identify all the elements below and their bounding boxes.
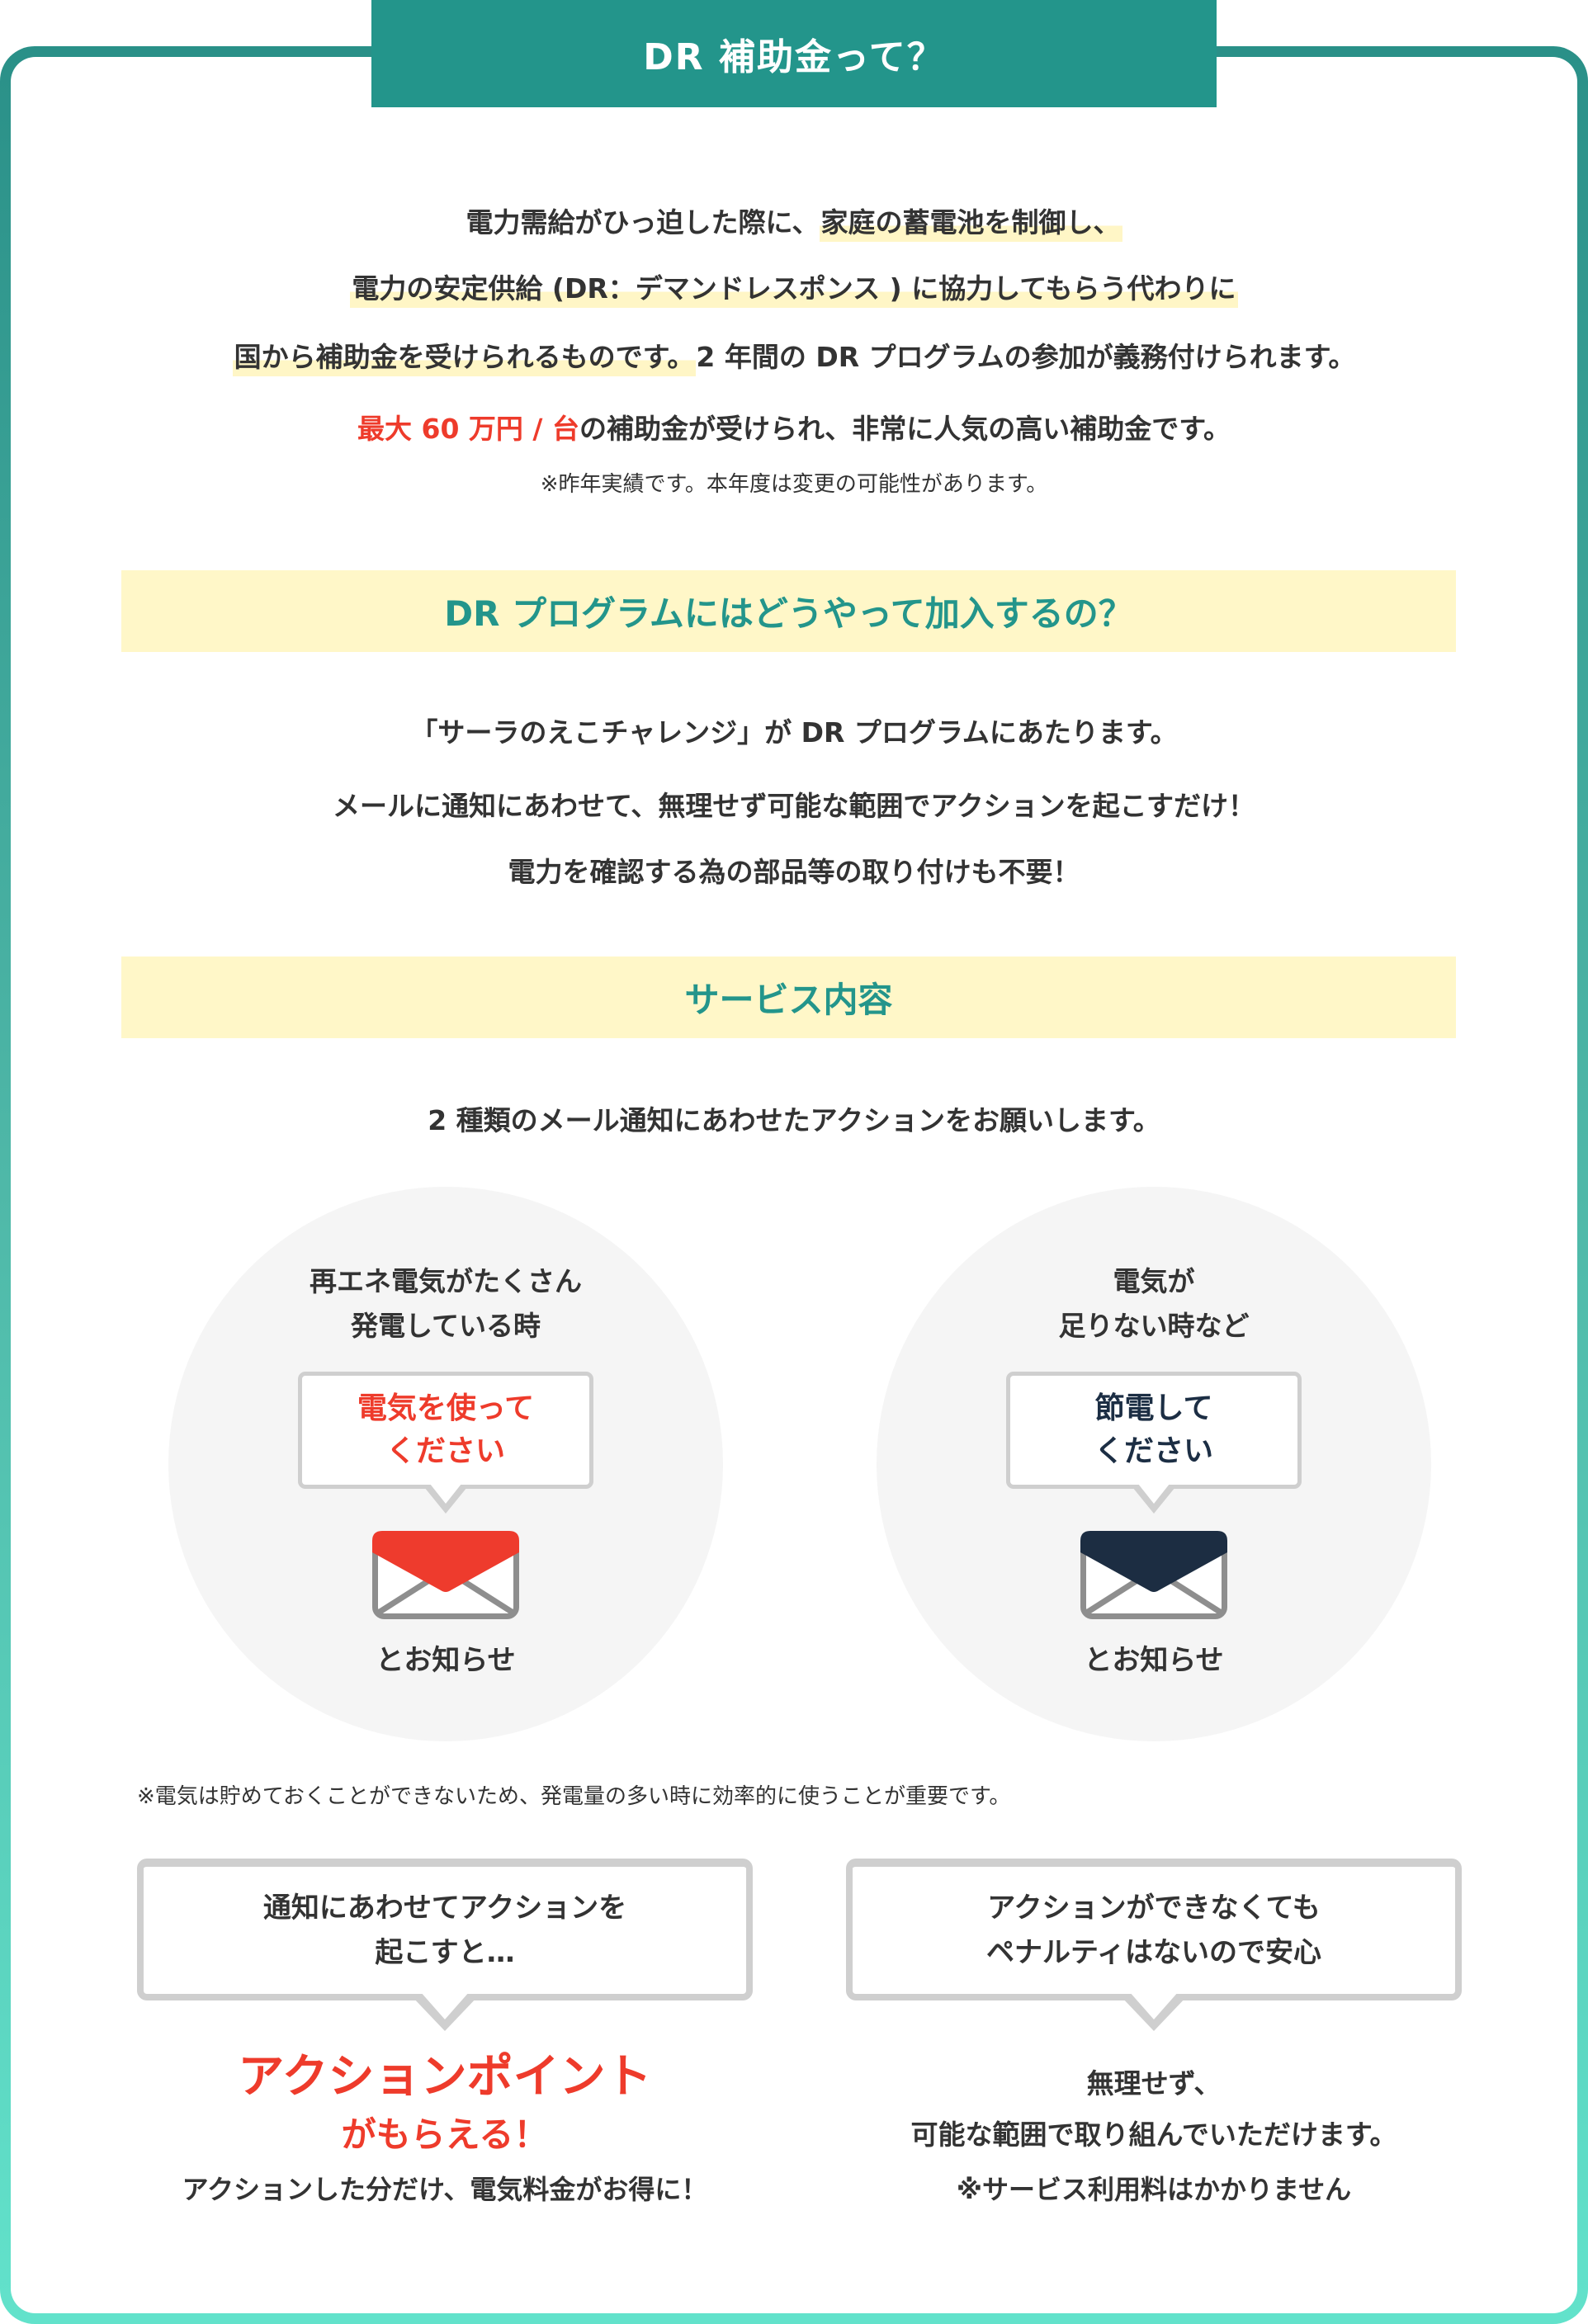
- bubble-text: 起こすと…: [375, 1936, 515, 1969]
- action-point-title: アクションポイント: [238, 2050, 652, 2104]
- section-heading-text: DR プログラムにはどうやって加入するの？: [444, 593, 1133, 634]
- section-heading-join: DR プログラムにはどうやって加入するの？: [121, 570, 1456, 652]
- bubble-tail: [424, 1484, 467, 1514]
- intro-line-1: 電力需給がひっ迫した際に、家庭の蓄電池を制御し、: [0, 205, 1588, 242]
- no-penalty-line-1: 無理せず、: [1086, 2067, 1222, 2100]
- notification-card-save: 電気が 足りない時など 節電して ください とお知らせ: [877, 1187, 1431, 1741]
- section-heading-service: サービス内容: [121, 957, 1456, 1038]
- bubble-tail: [1121, 1991, 1187, 2031]
- bubble-text: ください: [1094, 1434, 1213, 1468]
- highlight-text: 電力の安定供給 (DR：デマンドレスポンス ) に協力してもらう代わりに: [350, 272, 1238, 308]
- highlight-text: 家庭の蓄電池を制御し、: [819, 206, 1122, 242]
- bubble-text: 電気を使って: [357, 1391, 535, 1425]
- service-note: ※電気は貯めておくことができないため、発電量の多い時に効率的に使うことが重要です…: [137, 1784, 1011, 1809]
- section-heading-text: サービス内容: [684, 980, 893, 1020]
- card-title-line: 電気が: [1113, 1265, 1195, 1297]
- service-lead: 2 種類のメール通知にあわせたアクションをお願いします。: [428, 1104, 1160, 1136]
- intro-note: ※昨年実績です。本年度は変更の可能性があります。: [540, 472, 1048, 497]
- notification-card-use: 再エネ電気がたくさん 発電している時 電気を使って ください とお知らせ: [168, 1187, 723, 1741]
- speech-bubble: 節電して ください: [1006, 1372, 1302, 1514]
- bubble-tail: [412, 1991, 478, 2031]
- benefit-bubble-no-penalty: アクションができなくても ペナルティはないので安心: [846, 1859, 1462, 2031]
- intro-line-3: 国から補助金を受けられるものです。2 年間の DR プログラムの参加が義務付けら…: [0, 339, 1588, 376]
- card-footer: とお知らせ: [1084, 1644, 1224, 1677]
- page-title: DR 補助金って？: [643, 36, 945, 78]
- intro-text: の補助金が受けられ、非常に人気の高い補助金です。: [579, 413, 1231, 445]
- intro-line-4: 最大 60 万円 / 台の補助金が受けられ、非常に人気の高い補助金です。: [0, 411, 1588, 447]
- envelope-icon: [372, 1531, 519, 1619]
- envelope-icon: [1080, 1531, 1227, 1619]
- speech-bubble: 電気を使って ください: [298, 1372, 593, 1514]
- intro-text: 2 年間の DR プログラムの参加が義務付けられます。: [696, 341, 1356, 373]
- bubble-text: アクションができなくても: [987, 1892, 1321, 1925]
- no-fee-note: ※サービス利用料はかかりません: [956, 2174, 1352, 2205]
- intro-text: 電力需給がひっ迫した際に、: [466, 206, 820, 239]
- card-title-line: 足りない時など: [1058, 1310, 1250, 1342]
- bubble-tail: [1132, 1484, 1175, 1514]
- bubble-text: ください: [385, 1434, 505, 1468]
- benefit-bubble-action: 通知にあわせてアクションを 起こすと…: [137, 1859, 753, 2031]
- card-footer: とお知らせ: [376, 1644, 516, 1677]
- intro-line-2: 電力の安定供給 (DR：デマンドレスポンス ) に協力してもらう代わりに: [0, 271, 1588, 308]
- bubble-text: ペナルティはないので安心: [986, 1936, 1321, 1969]
- max-subsidy-amount: 最大 60 万円 / 台: [357, 413, 579, 445]
- card-title-line: 再エネ電気がたくさん: [310, 1265, 582, 1297]
- bubble-text: 通知にあわせてアクションを: [262, 1892, 627, 1925]
- title-tab: DR 補助金って？: [371, 0, 1217, 107]
- join-line-2: メールに通知にあわせて、無理せず可能な範囲でアクションを起こすだけ！: [332, 790, 1256, 822]
- no-penalty-line-2: 可能な範囲で取り組んでいただけます。: [910, 2119, 1397, 2151]
- join-line-1: 「サーラのえこチャレンジ」が DR プログラムにあたります。: [410, 716, 1178, 749]
- card-title: 再エネ電気がたくさん 発電している時: [168, 1259, 723, 1349]
- card-title-line: 発電している時: [350, 1310, 541, 1342]
- action-point-subtitle: がもらえる！: [341, 2114, 549, 2155]
- join-line-3: 電力を確認する為の部品等の取り付けも不要！: [508, 856, 1080, 888]
- action-point-note: アクションした分だけ、電気料金がお得に！: [182, 2174, 708, 2205]
- highlight-text: 国から補助金を受けられるものです。: [232, 341, 697, 376]
- card-title: 電気が 足りない時など: [877, 1259, 1431, 1349]
- bubble-text: 節電して: [1094, 1391, 1213, 1425]
